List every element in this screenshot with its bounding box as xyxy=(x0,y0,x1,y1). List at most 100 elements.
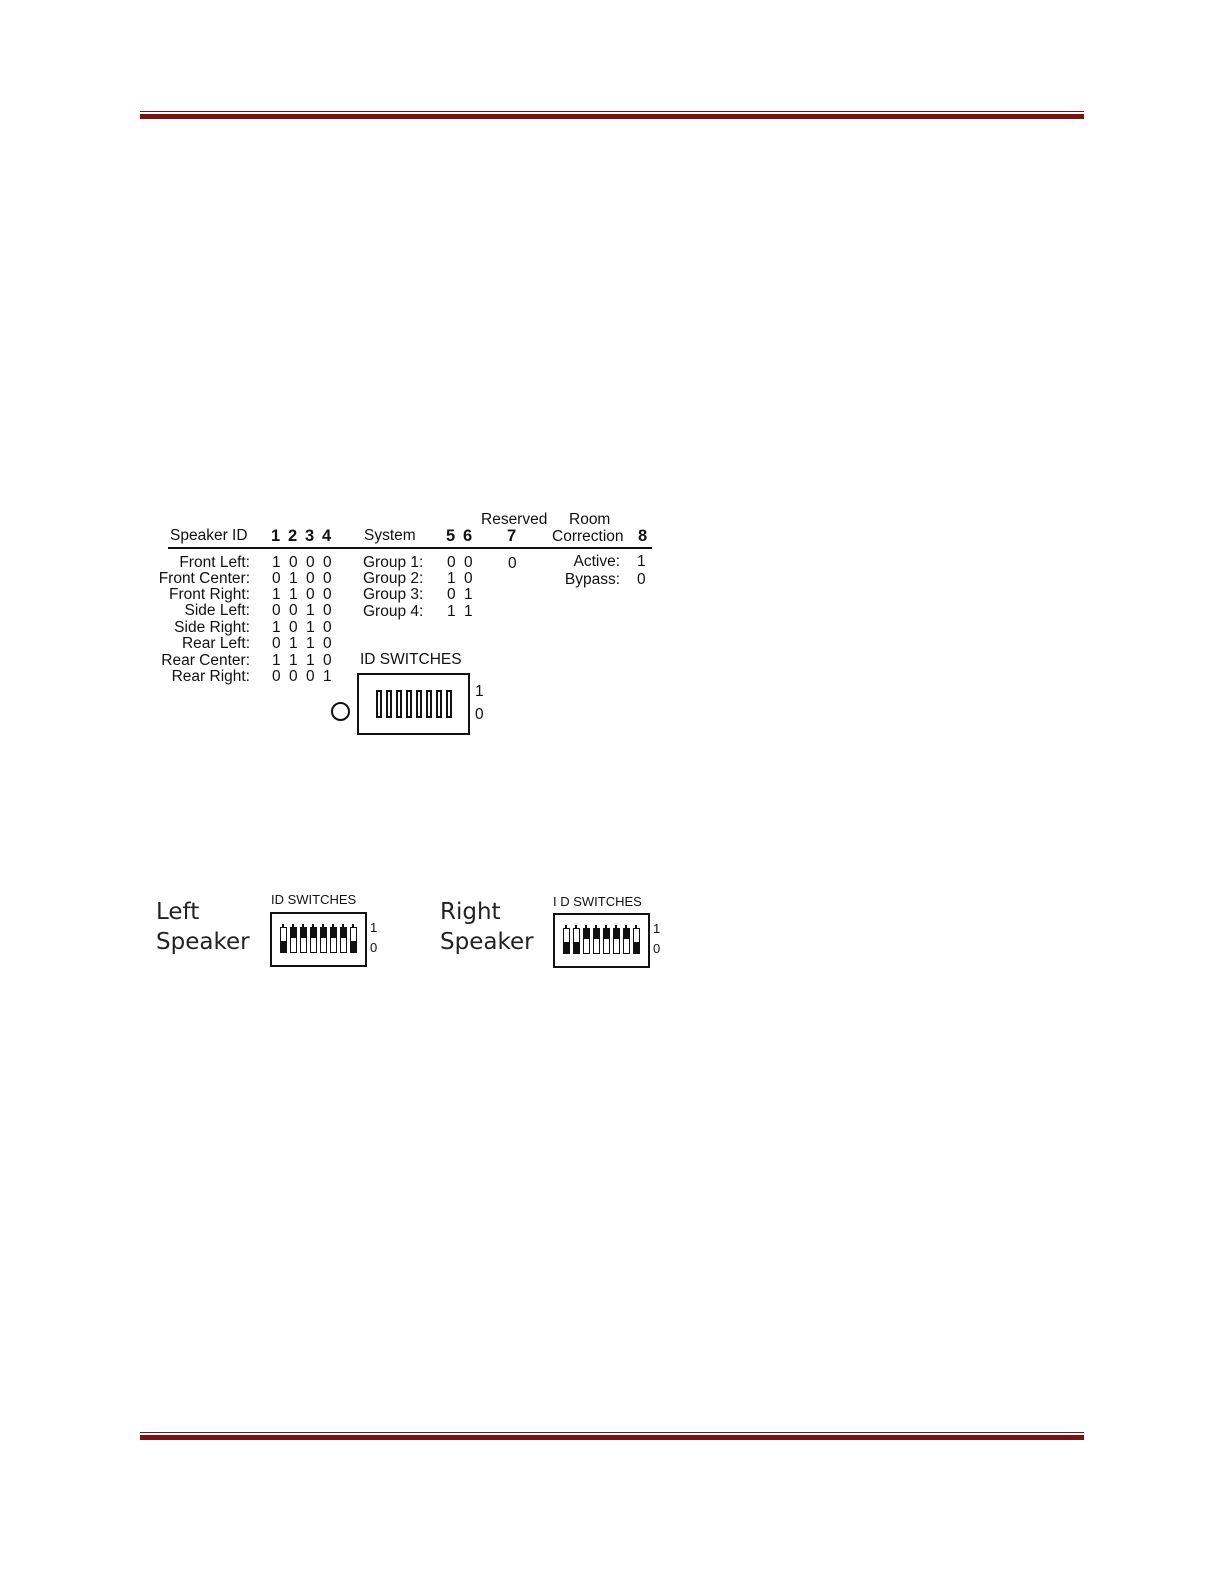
speaker-bit-cell: 1 xyxy=(272,619,281,636)
dip-toggle xyxy=(613,924,620,954)
header-bit-5: 5 xyxy=(446,527,456,545)
room-label-bypass: Bypass: xyxy=(564,571,620,588)
speaker-bit-cell: 0 xyxy=(289,619,298,636)
dip-toggle xyxy=(320,923,327,953)
position-off-label: 0 xyxy=(475,706,484,723)
speaker-bit-cell: 1 xyxy=(306,652,315,669)
speaker-label: Rear Right: xyxy=(171,668,250,685)
dip-switch-2 xyxy=(385,690,392,718)
position-on-label: 1 xyxy=(475,683,484,700)
dip-toggle xyxy=(350,923,357,953)
group-label: Group 3: xyxy=(363,586,424,603)
speaker-bit-cell: 0 xyxy=(272,635,281,652)
speaker-bit-cell: 0 xyxy=(323,635,332,652)
speaker-bit-cell: 0 xyxy=(289,668,298,685)
header-correction: Correction xyxy=(552,528,624,545)
speaker-label: Side Left: xyxy=(184,602,251,619)
dip-toggle xyxy=(300,923,307,953)
dip-switch-4 xyxy=(405,690,412,718)
speaker-label: Front Right: xyxy=(169,586,250,603)
dip-toggle xyxy=(330,923,337,953)
speaker-label: Side Right: xyxy=(174,619,250,636)
dip-toggle xyxy=(603,924,610,954)
speaker-bit-cell: 0 xyxy=(289,602,298,619)
left-speaker-line2: Speaker xyxy=(156,929,250,955)
group-bit-cell: 0 xyxy=(447,586,456,603)
speaker-bit-cell: 0 xyxy=(323,570,332,587)
speaker-bit-cell: 1 xyxy=(289,570,298,587)
speaker-bit-cell: 0 xyxy=(306,554,315,571)
dip-switch-icon xyxy=(270,912,367,967)
dip-toggle xyxy=(623,924,630,954)
speaker-label: Rear Left: xyxy=(181,635,250,652)
status-led-icon xyxy=(331,702,350,721)
speaker-bit-cell: 0 xyxy=(323,602,332,619)
speaker-bit-cell: 0 xyxy=(323,554,332,571)
header-bit-8: 8 xyxy=(638,527,648,545)
speaker-label: Front Left: xyxy=(179,554,250,571)
right-speaker-line1: Right xyxy=(440,899,501,925)
header-bit-6: 6 xyxy=(463,527,473,545)
group-bit-cell: 0 xyxy=(464,570,473,587)
speaker-bit-cell: 0 xyxy=(272,570,281,587)
dip-toggle xyxy=(593,924,600,954)
group-bit-cell: 1 xyxy=(447,570,456,587)
left-switch-caption: ID SWITCHES xyxy=(271,892,357,907)
group-label: Group 1: xyxy=(363,554,424,571)
speaker-bit-cell: 0 xyxy=(272,668,281,685)
dip-switch-icon xyxy=(357,673,470,735)
dip-switch-3 xyxy=(395,690,402,718)
speaker-label: Rear Center: xyxy=(161,652,250,669)
speaker-bit-cell: 1 xyxy=(323,668,332,685)
speaker-bit-cell: 1 xyxy=(289,635,298,652)
speaker-label: Front Center: xyxy=(158,570,250,587)
group-bit-cell: 0 xyxy=(447,554,456,571)
dip-toggle xyxy=(563,924,570,954)
dip-toggle xyxy=(280,923,287,953)
header-bit-2: 2 xyxy=(288,527,298,545)
left-position-off: 0 xyxy=(370,940,378,955)
left-position-on: 1 xyxy=(370,920,378,935)
speaker-bit-cell: 0 xyxy=(306,668,315,685)
dip-switch-7 xyxy=(435,690,442,718)
dip-toggle xyxy=(633,924,640,954)
group-bit-cell: 1 xyxy=(464,603,473,620)
speaker-bit-cell: 0 xyxy=(323,619,332,636)
header-system: System xyxy=(364,527,416,544)
id-switches-caption: ID SWITCHES xyxy=(360,651,462,668)
dip-toggle xyxy=(290,923,297,953)
header-room: Room xyxy=(569,511,611,528)
speaker-bit-cell: 1 xyxy=(272,554,281,571)
header-speaker-id: Speaker ID xyxy=(170,527,248,544)
dip-switch-icon xyxy=(553,913,650,968)
dip-toggle xyxy=(573,924,580,954)
speaker-bit-cell: 0 xyxy=(323,652,332,669)
speaker-bit-cell: 0 xyxy=(306,570,315,587)
dip-toggle xyxy=(310,923,317,953)
right-speaker-line2: Speaker xyxy=(440,929,534,955)
dip-switch-1 xyxy=(375,690,382,718)
speaker-bit-cell: 1 xyxy=(289,652,298,669)
room-label-active: Active: xyxy=(573,553,620,570)
left-speaker-line1: Left xyxy=(156,899,200,925)
right-switch-caption: I D SWITCHES xyxy=(553,894,642,909)
header-rule xyxy=(140,111,1084,119)
room-value-active: 1 xyxy=(637,553,646,570)
speaker-bit-cell: 0 xyxy=(323,586,332,603)
header-reserved: Reserved xyxy=(481,511,548,528)
group-label: Group 4: xyxy=(363,603,424,620)
right-position-off: 0 xyxy=(653,941,661,956)
right-position-on: 1 xyxy=(653,921,661,936)
group-bit-cell: 1 xyxy=(464,586,473,603)
dip-switch-6 xyxy=(425,690,432,718)
dip-toggle xyxy=(340,923,347,953)
speaker-bit-cell: 0 xyxy=(272,602,281,619)
speaker-bit-cell: 1 xyxy=(272,586,281,603)
group-bit-cell: 0 xyxy=(464,554,473,571)
speaker-bit-cell: 0 xyxy=(306,586,315,603)
group-bit-cell: 1 xyxy=(447,603,456,620)
header-bit-3: 3 xyxy=(305,527,315,545)
speaker-bit-cell: 1 xyxy=(306,619,315,636)
speaker-bit-cell: 1 xyxy=(306,602,315,619)
reserved-value: 0 xyxy=(508,555,517,572)
